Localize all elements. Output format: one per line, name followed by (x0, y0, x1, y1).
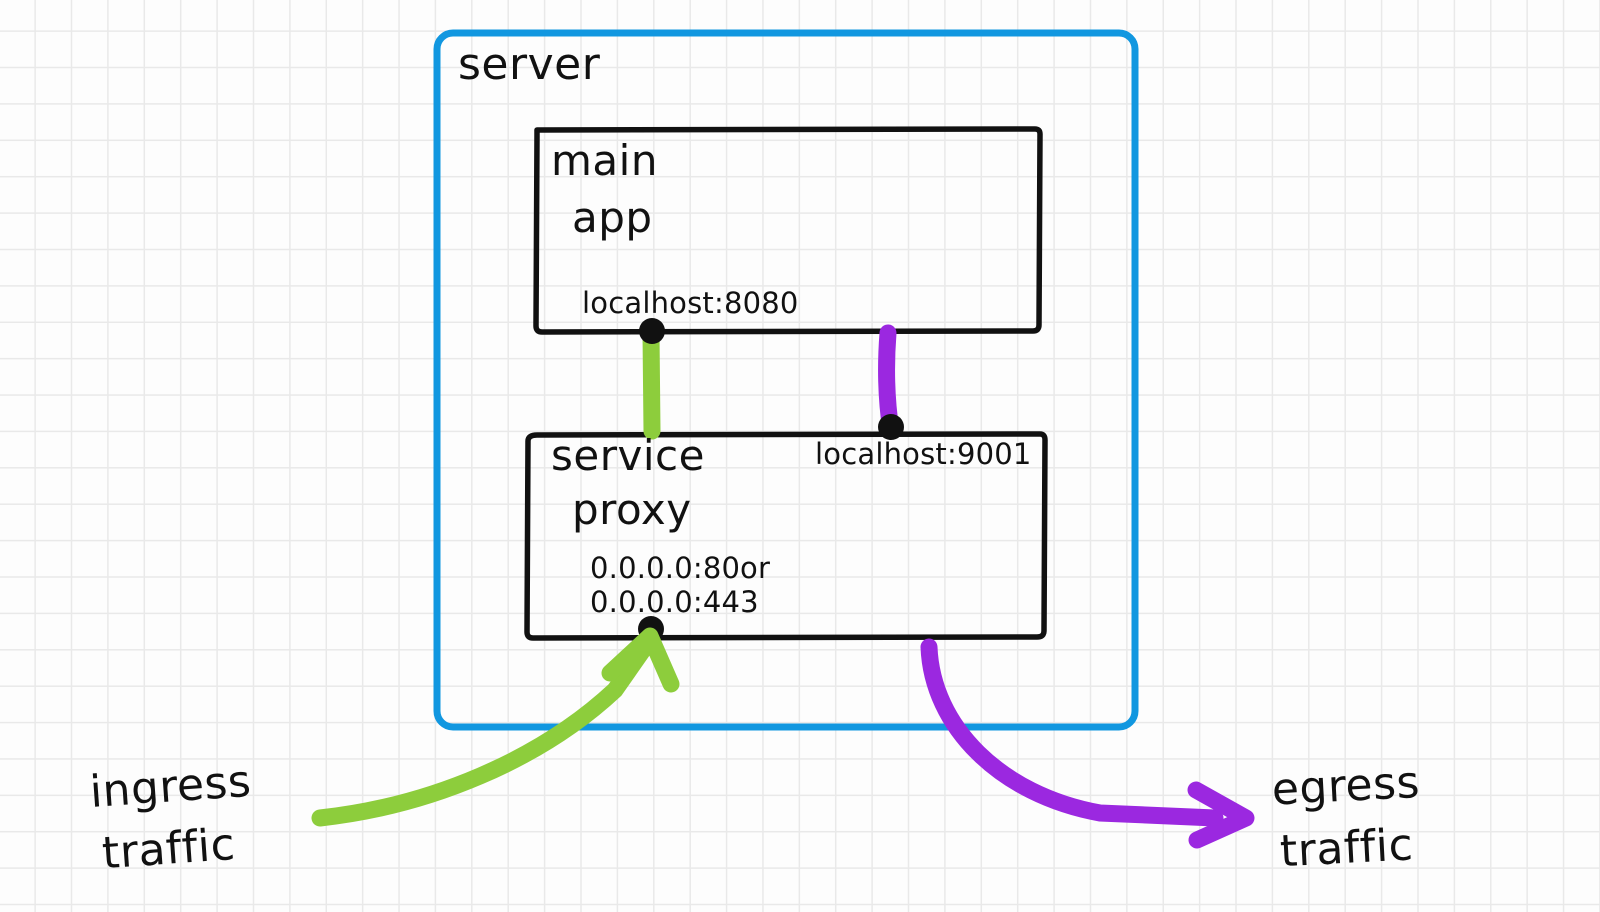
ingress-arrow-head (601, 627, 680, 693)
service-proxy-address-or: or (740, 551, 770, 585)
main-app-title-line2: app (572, 193, 653, 242)
egress-arrow-head (1187, 781, 1255, 849)
node-dot-proxy-9001 (878, 414, 904, 440)
server-label: server (458, 39, 601, 90)
main-app-box (533, 126, 1043, 335)
ingress-arrow-shaft (311, 631, 659, 827)
main-app-title-line1: main (551, 136, 658, 185)
service-proxy-title-line1: service (551, 431, 705, 480)
egress-label-line1: egress (1271, 757, 1422, 816)
service-proxy-address-443: 0.0.0.0:443 (590, 585, 759, 619)
ingress-label-line2: traffic (100, 819, 236, 879)
service-proxy-box (524, 431, 1048, 641)
ingress-label-line1: ingress (88, 756, 253, 818)
service-proxy-address-9001: localhost:9001 (815, 437, 1032, 471)
server-boundary-rect (433, 29, 1139, 731)
node-dot-main-app-8080 (639, 318, 665, 344)
service-proxy-title-line2: proxy (572, 485, 692, 534)
service-proxy-address-80: 0.0.0.0:80 (590, 551, 740, 585)
main-app-address: localhost:8080 (582, 286, 799, 320)
egress-arrow-shaft (920, 638, 1224, 827)
egress-label-line2: traffic (1279, 819, 1415, 877)
connector-ingress-line (642, 325, 661, 440)
